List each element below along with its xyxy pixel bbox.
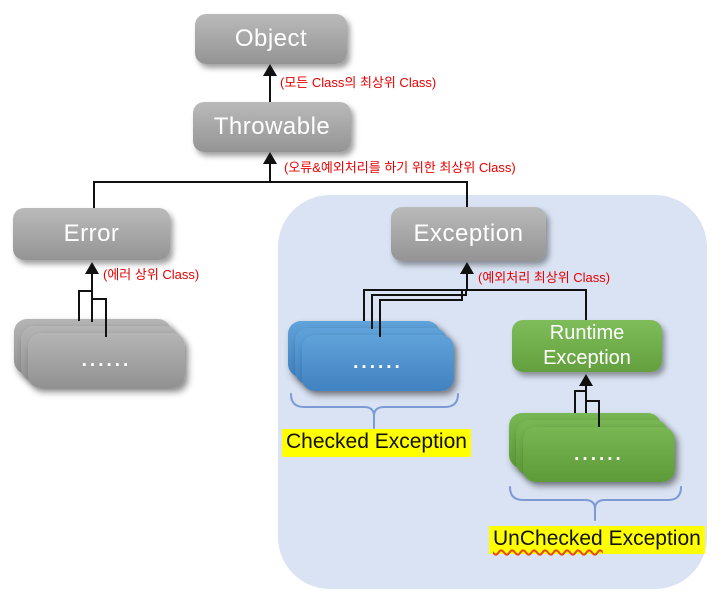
line-junction-to-error (93, 181, 95, 208)
line-junction-stem (269, 163, 271, 182)
arrowhead-to-exception (460, 262, 474, 274)
annotation-error: (에러 상위 Class) (103, 267, 200, 282)
node-exception-label: Exception (413, 220, 524, 247)
annotation-throwable: (오류&예외처리를 하기 위한 최상위 Class) (284, 160, 516, 175)
line-junction-horizontal (94, 181, 468, 183)
stack-card: ...... (28, 333, 185, 388)
ellipsis-text: ...... (574, 443, 624, 465)
node-object-label: Object (234, 25, 308, 52)
node-exception: Exception (391, 207, 546, 261)
stack-card: ...... (302, 335, 454, 391)
line-bluestack-branch2-v (371, 294, 373, 329)
line-bluestack-branch1-v (363, 289, 365, 321)
node-throwable-label: Throwable (213, 113, 331, 140)
arrowhead-to-throwable (263, 152, 277, 164)
line-greenstack-branch2-h (585, 400, 600, 402)
arrowhead-to-error (85, 262, 99, 274)
annotation-exception: (예외처리 최상위 Class) (478, 270, 611, 285)
runtime-line1: Runtime (549, 322, 625, 344)
line-greenstack-branch2-v (598, 400, 600, 427)
node-runtime-exception-label: Runtime Exception (543, 321, 631, 371)
line-bluestack-branch3-h (379, 299, 463, 301)
node-error-label: Error (63, 220, 120, 247)
line-errorstack-branch1-h (78, 290, 92, 292)
line-greenstack-branch1-v (574, 390, 576, 413)
checked-exception-label: Checked Exception (282, 429, 471, 457)
stack-card: ...... (523, 427, 675, 482)
line-junction-to-exception (466, 181, 468, 207)
runtime-line2: Exception (543, 347, 631, 369)
line-bluestack-branch2-jog (465, 289, 467, 296)
line-errorstack-stem (91, 273, 93, 322)
node-throwable: Throwable (193, 102, 351, 152)
arrowhead-to-object (263, 64, 277, 76)
line-errorstack-branch2-v (105, 298, 107, 337)
ellipsis-text: ...... (81, 349, 132, 371)
unchecked-exception-label: UnChecked Exception (489, 526, 705, 554)
line-bluestack-branch3-jog (461, 289, 463, 301)
line-greenstack-stem (585, 385, 587, 413)
line-errorstack-branch1-v (78, 290, 80, 321)
node-object: Object (195, 14, 347, 64)
line-exception-horizontal (363, 289, 587, 291)
ellipsis-text: ...... (353, 352, 403, 373)
line-exception-stem (466, 273, 468, 290)
line-bluestack-branch2-h (371, 294, 467, 296)
unchecked-word: UnChecked (493, 527, 603, 550)
line-to-runtime-exception (585, 289, 587, 320)
line-greenstack-branch1-h (574, 390, 586, 392)
arrowhead-to-runtime (579, 374, 593, 386)
node-error: Error (13, 208, 170, 260)
annotation-object: (모든 Class의 최상위 Class) (280, 75, 437, 90)
exception-word: Exception (608, 527, 701, 550)
line-throwable-object (269, 75, 271, 102)
line-errorstack-branch2-h (91, 298, 107, 300)
line-bluestack-branch3-v (379, 299, 381, 337)
node-runtime-exception: Runtime Exception (512, 320, 662, 372)
